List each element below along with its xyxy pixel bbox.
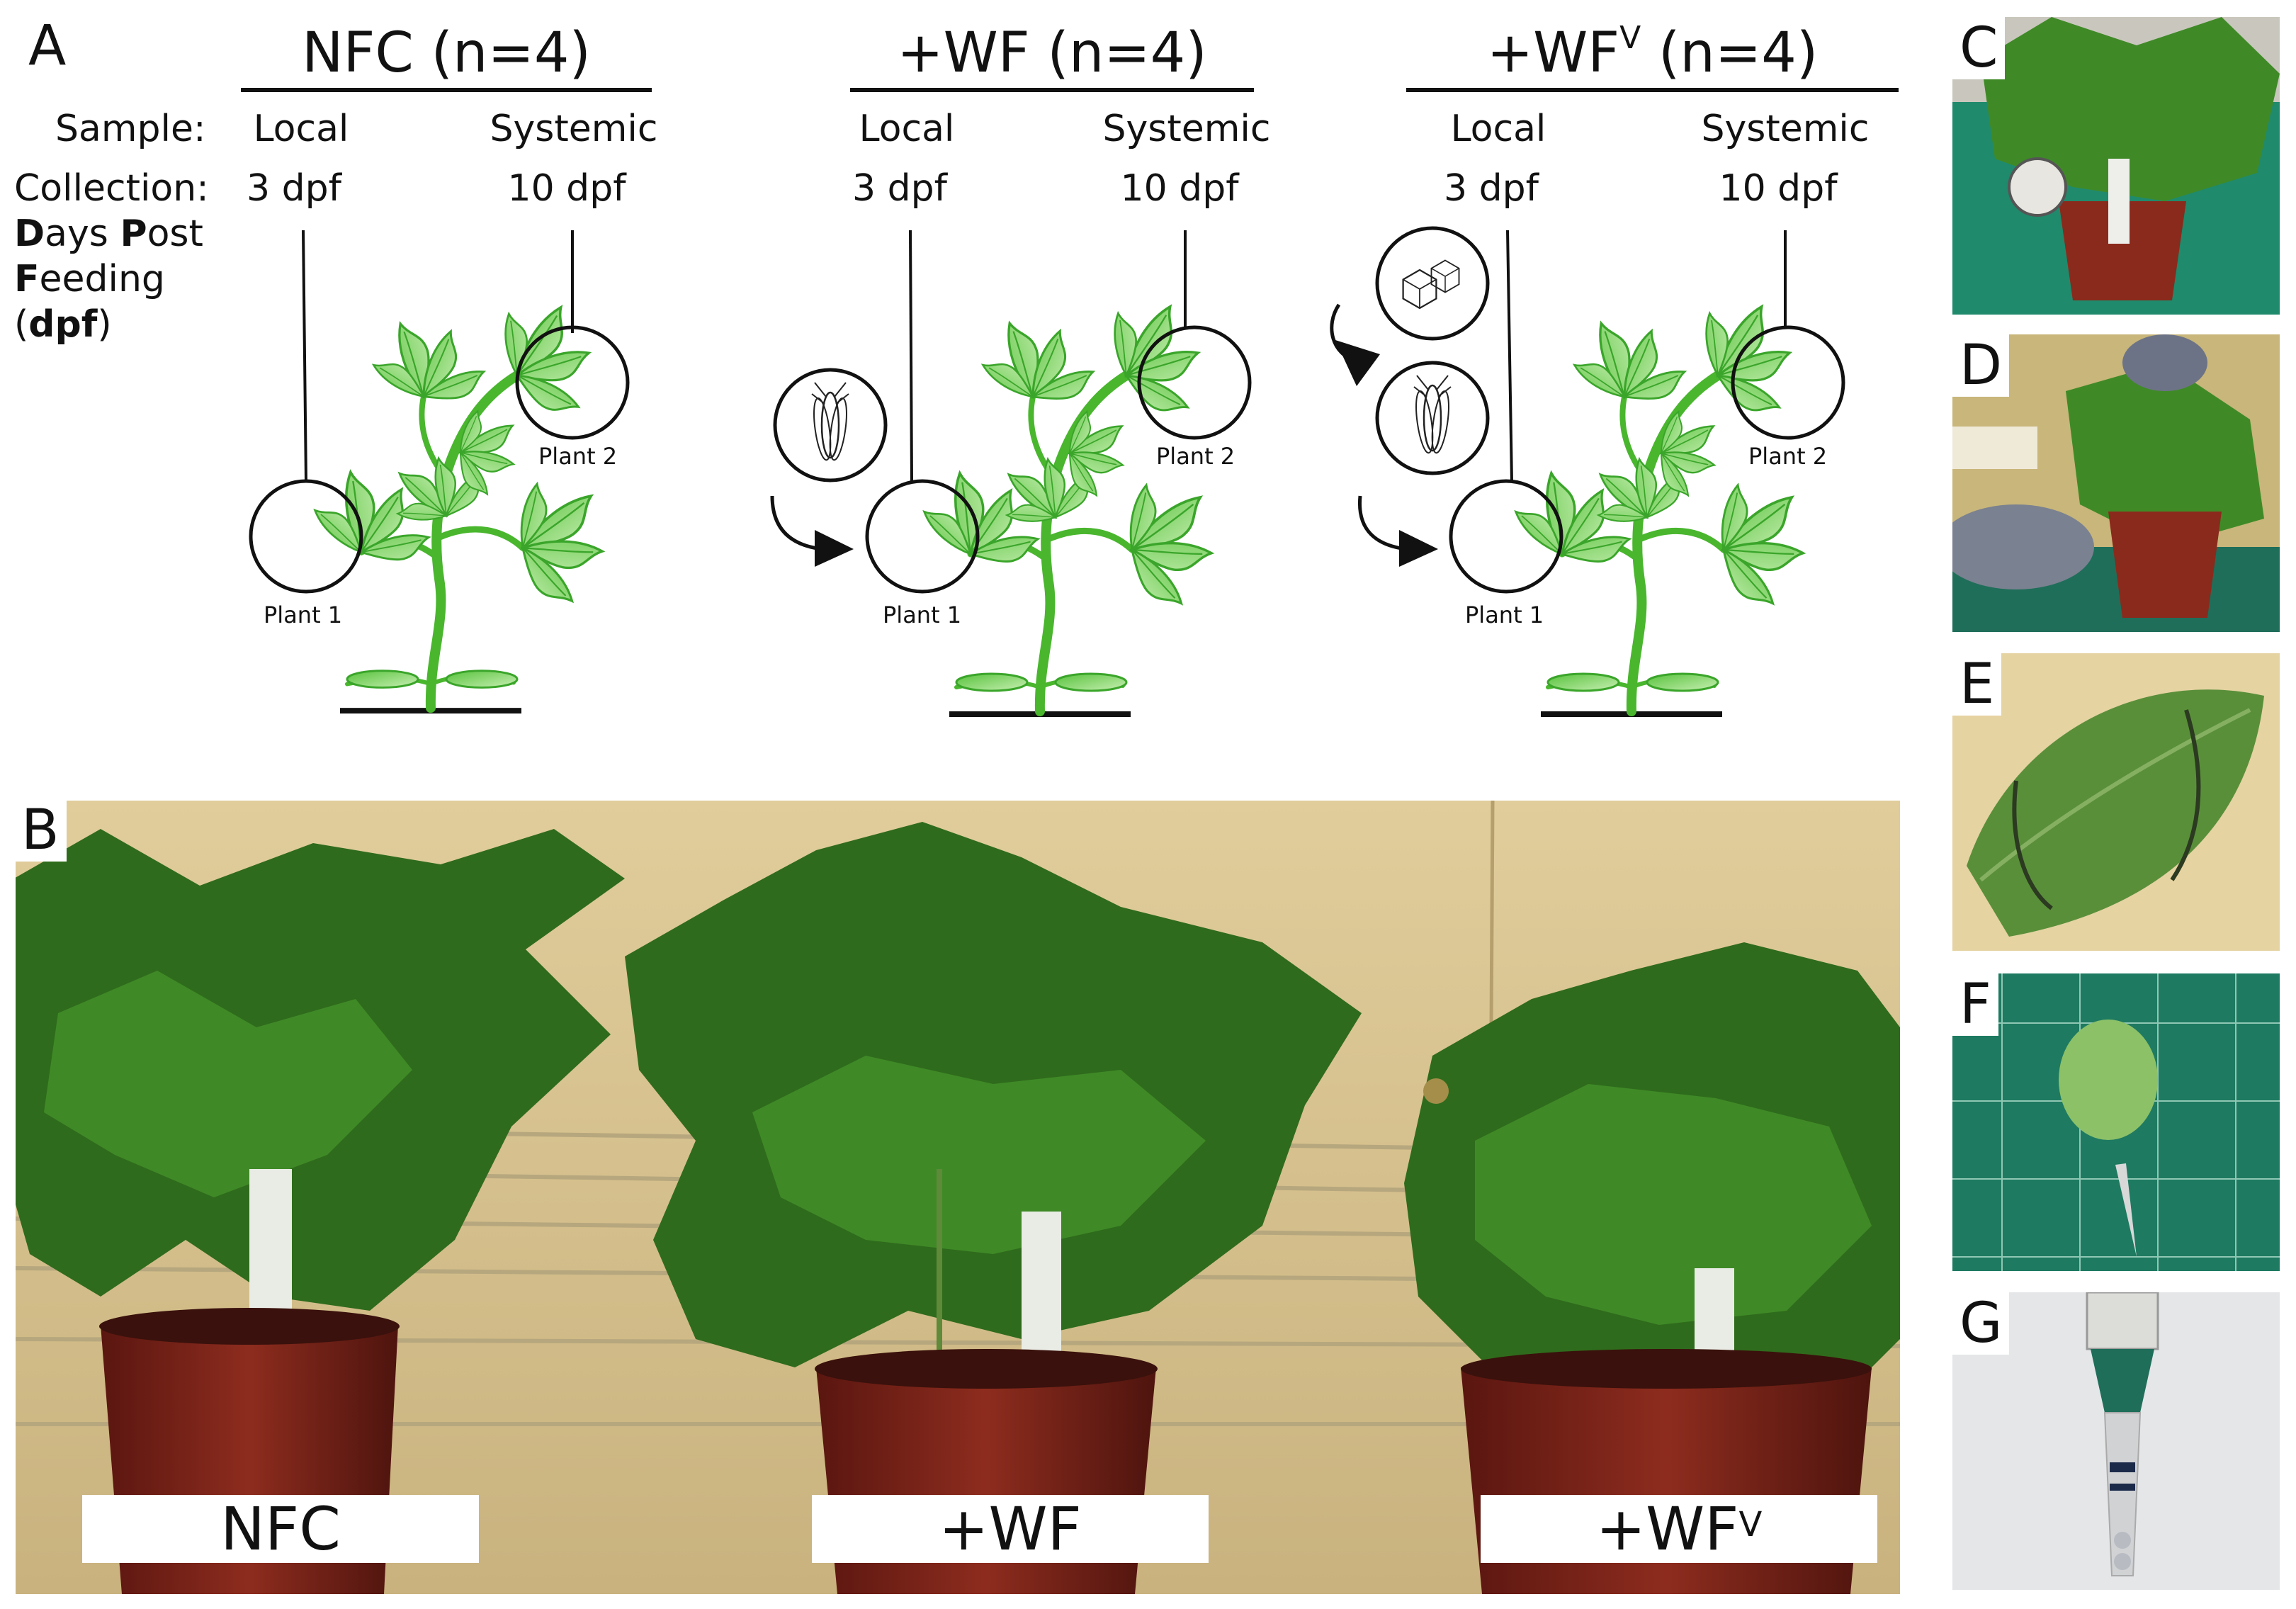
group-title-rule: [241, 88, 652, 92]
group-title-rule: [1406, 88, 1899, 92]
label-nfc: NFC: [82, 1495, 479, 1563]
systemic-label: Systemic: [490, 108, 658, 150]
group-wf-virus: +WFV (n=4): [1406, 20, 1899, 92]
panel-b-photo: B: [16, 801, 1900, 1594]
panel-e-photo: E: [1952, 653, 2280, 951]
plant-diagram-wf-virus: [1330, 226, 1845, 717]
potted-plant-clip-photo: [1952, 17, 2280, 315]
local-label: Local: [253, 108, 349, 150]
panel-d-letter: D: [1952, 334, 2010, 397]
plant1-label: Plant 1: [264, 602, 343, 628]
plant-diagrams: [249, 226, 1845, 779]
panel-d-photo: D: [1952, 334, 2280, 632]
local-label: Local: [859, 108, 955, 150]
group-wf: +WF (n=4): [850, 26, 1254, 92]
local-time: 3 dpf: [1444, 167, 1539, 210]
panel-e-letter: E: [1952, 653, 2002, 716]
group-title-rule: [850, 88, 1254, 92]
systemic-time: 10 dpf: [1120, 167, 1239, 210]
group-nfc: NFC (n=4): [241, 26, 652, 92]
local-time: 3 dpf: [247, 167, 341, 210]
group-title: +WFV (n=4): [1486, 20, 1819, 85]
plant-diagram-nfc: [249, 230, 633, 713]
label-wf: +WF: [812, 1495, 1209, 1563]
panel-f-letter: F: [1952, 973, 1998, 1036]
systemic-label: Systemic: [1701, 108, 1870, 150]
dpf-legend-line1: Days Post: [14, 213, 203, 255]
plant1-label: Plant 1: [883, 602, 962, 628]
local-time: 3 dpf: [852, 167, 947, 210]
systemic-time: 10 dpf: [507, 167, 626, 210]
panel-g-photo: G: [1952, 1292, 2280, 1590]
plant-diagram-wf: [770, 230, 1252, 717]
panel-c-photo: C: [1952, 17, 2280, 315]
panel-g-letter: G: [1952, 1292, 2010, 1355]
panel-c-letter: C: [1952, 17, 2006, 79]
leaf-disc-photo: [1952, 973, 2280, 1271]
label-wf-virus: +WFV: [1481, 1495, 1877, 1563]
systemic-label: Systemic: [1102, 108, 1271, 150]
group-title: NFC (n=4): [302, 21, 591, 85]
panel-f-photo: F: [1952, 973, 2280, 1271]
leaf-marking-photo: [1952, 653, 2280, 951]
group-title: +WF (n=4): [897, 21, 1207, 85]
insect-transfer-photo: [1952, 334, 2280, 632]
plant2-label: Plant 2: [1156, 443, 1235, 470]
panel-a-letter: A: [28, 14, 67, 78]
plant2-label: Plant 2: [1748, 443, 1828, 470]
systemic-time: 10 dpf: [1719, 167, 1838, 210]
greenhouse-photo: [16, 801, 1900, 1594]
dpf-legend-line3: (dpf): [14, 303, 112, 346]
plant1-label: Plant 1: [1465, 602, 1544, 628]
dpf-legend-line2: Feeding: [14, 258, 165, 300]
sample-row-label: Sample:: [55, 108, 206, 150]
local-label: Local: [1450, 108, 1546, 150]
panel-b-letter: B: [16, 801, 67, 862]
plant2-label: Plant 2: [538, 443, 618, 470]
collection-row-label: Collection:: [14, 167, 209, 210]
dpf-legend: Days Post Feeding (dpf): [14, 211, 203, 347]
